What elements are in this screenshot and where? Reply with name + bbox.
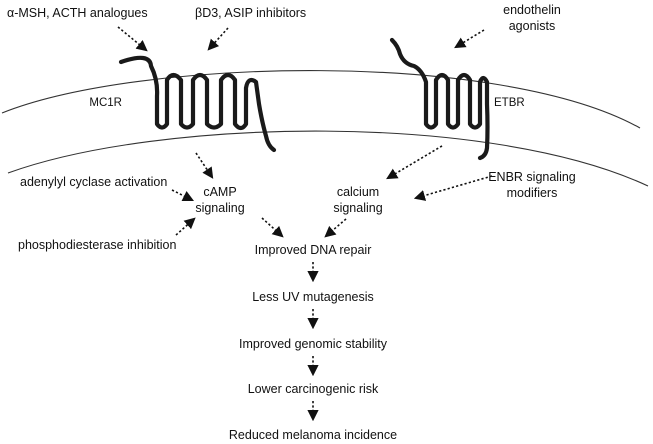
outcome-carcinogenic-risk: Lower carcinogenic risk <box>248 382 379 396</box>
outcome-melanoma-incidence: Reduced melanoma incidence <box>229 428 397 442</box>
adenylyl-to-camp-arrow <box>171 189 195 202</box>
etbr-to-calcium-arrow <box>386 145 443 180</box>
calcium-to-dna-arrow <box>324 218 347 238</box>
agonists-label: agonists <box>509 19 556 33</box>
outcome-genomic-stability: Improved genomic stability <box>239 337 388 351</box>
membrane-inner-arc <box>7 130 649 187</box>
outcome-uv-mutagenesis: Less UV mutagenesis <box>252 290 374 304</box>
pde-to-camp-arrow <box>175 217 196 236</box>
camp-signaling-label: signaling <box>195 201 244 215</box>
bd3-asip-label: βD3, ASIP inhibitors <box>195 6 306 20</box>
modifiers-label: modifiers <box>507 186 558 200</box>
mc1r-receptor-icon <box>118 55 277 153</box>
camp-to-dna-arrow <box>261 217 284 238</box>
etbr-receptor-icon <box>389 37 490 161</box>
membrane-outer-arc <box>1 70 641 129</box>
msh-acth-label: α-MSH, ACTH analogues <box>7 6 148 20</box>
enbr-to-calcium-arrow <box>413 175 493 201</box>
etbr-label: ETBR <box>494 97 525 109</box>
bd3-arrow <box>207 27 229 51</box>
mc1r-label: MC1R <box>89 97 122 109</box>
calcium-label: calcium <box>337 185 379 199</box>
outcome-dna-repair: Improved DNA repair <box>255 243 372 257</box>
mc1r-to-camp-arrow <box>195 152 214 179</box>
endothelin-label: endothelin <box>503 3 561 17</box>
adenylyl-cyclase-label: adenylyl cyclase activation <box>20 175 167 189</box>
enbr-signaling-label: ENBR signaling <box>488 170 576 184</box>
phosphodiesterase-label: phosphodiesterase inhibition <box>18 238 176 252</box>
msh-arrow <box>117 26 148 52</box>
endothelin-arrow <box>454 29 485 49</box>
calcium-signaling-label: signaling <box>333 201 382 215</box>
camp-label: cAMP <box>203 185 236 199</box>
